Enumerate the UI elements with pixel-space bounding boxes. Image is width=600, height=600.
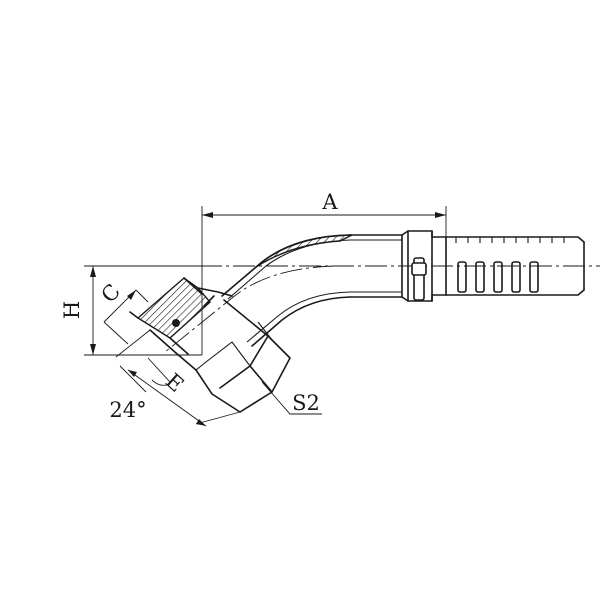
dimension-h: H <box>60 265 202 356</box>
label-angle: 24° <box>109 398 146 422</box>
hose-tail <box>349 230 585 302</box>
label-s2: S2 <box>292 391 320 415</box>
label-c: C <box>97 279 126 307</box>
label-a: A <box>321 190 338 214</box>
dimension-angle: 24° <box>109 357 171 422</box>
center-line-bend <box>164 265 336 353</box>
dimension-c: C <box>97 279 149 345</box>
dimension-a: A <box>201 190 447 355</box>
leader-s2: S2 <box>261 381 322 415</box>
cone-seat <box>129 277 233 355</box>
bent-tube <box>221 234 353 347</box>
label-e: E <box>161 369 188 397</box>
swivel-nut <box>149 299 291 413</box>
label-h: H <box>60 301 84 319</box>
seal-dot <box>172 319 180 327</box>
